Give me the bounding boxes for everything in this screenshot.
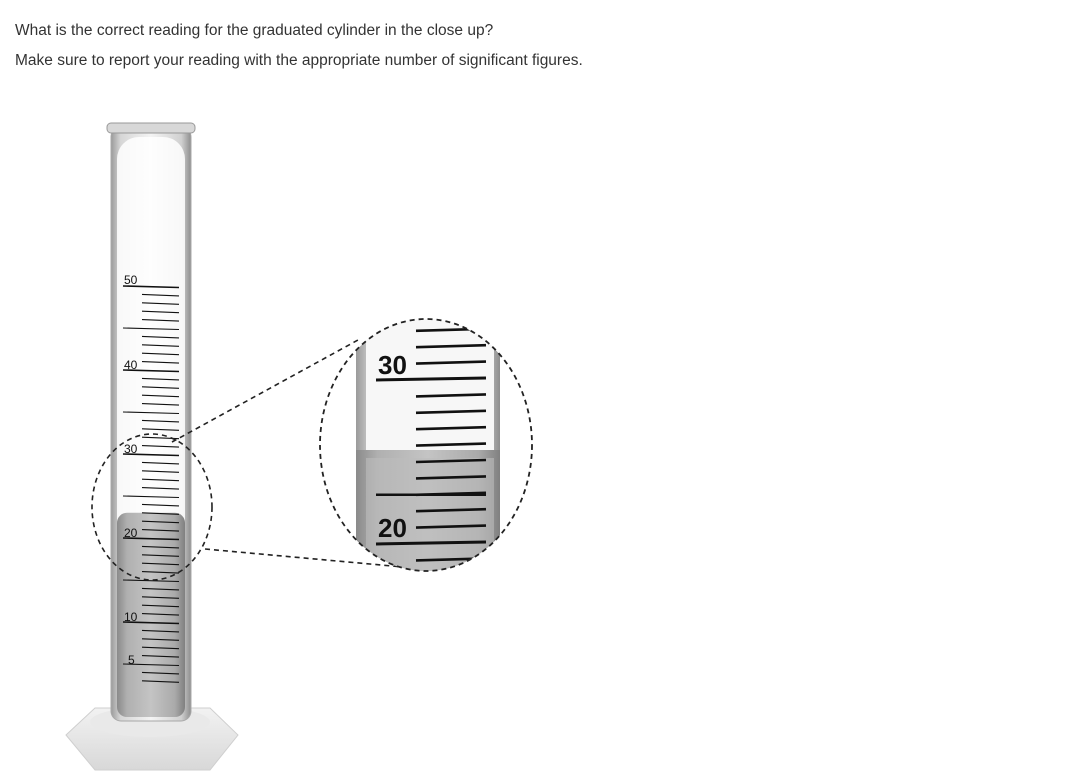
scale-tick: [141, 352, 180, 356]
closeup-tick: [415, 425, 487, 431]
scale-tick: [141, 529, 180, 532]
closeup-tick: [415, 343, 487, 349]
scale-tick: [141, 613, 180, 616]
scale-label-50: 50: [124, 273, 138, 287]
scale-tick: [141, 503, 180, 507]
scale-tick: [141, 571, 180, 574]
closeup-tick: [415, 475, 487, 480]
scale-tick: [141, 562, 180, 566]
zoom-connector-bottom: [204, 548, 426, 570]
scale-tick: [122, 537, 180, 541]
scale-tick: [141, 545, 180, 549]
selection-circle: [91, 433, 213, 581]
closeup-label-30: 30: [378, 350, 407, 380]
question-line-2: Make sure to report your reading with th…: [15, 52, 583, 69]
cylinder-scale-ticks: [122, 285, 180, 683]
closeup-tick: [415, 524, 487, 529]
scale-tick: [141, 596, 180, 599]
scale-tick: [122, 285, 180, 289]
scale-tick: [141, 680, 180, 683]
scale-tick: [141, 671, 180, 675]
scale-tick: [141, 445, 180, 448]
closeup-tick: [415, 507, 487, 513]
closeup-view: 30 20: [320, 319, 532, 577]
closeup-label-20: 20: [378, 513, 407, 543]
closeup-tick: [416, 575, 486, 577]
closeup-tick: [415, 360, 487, 365]
scale-tick: [141, 638, 180, 641]
cylinder-tube: [106, 122, 196, 722]
scale-tick: [141, 629, 180, 633]
scale-tick: [122, 621, 180, 625]
closeup-circle: [319, 318, 533, 572]
scale-tick: [141, 293, 180, 297]
scale-tick: [141, 461, 180, 465]
scale-label-20: 20: [124, 526, 138, 540]
scale-tick: [122, 327, 180, 331]
cylinder-scale-labels: 50 40 30 20 10 5: [124, 273, 138, 667]
scale-tick: [122, 663, 180, 667]
closeup-tick: [415, 458, 487, 464]
scale-tick: [122, 453, 180, 457]
scale-tick: [141, 344, 180, 347]
scale-tick: [141, 646, 180, 650]
scale-tick: [141, 554, 180, 557]
closeup-tick: [415, 409, 487, 415]
closeup-tick: [375, 376, 487, 382]
question-line-1: What is the correct reading for the grad…: [15, 22, 494, 39]
scale-tick: [141, 487, 180, 490]
scale-label-30: 30: [124, 442, 138, 456]
scale-tick: [141, 478, 180, 482]
closeup-tick: [415, 393, 487, 398]
scale-tick: [122, 369, 180, 373]
scale-tick: [141, 520, 180, 524]
scale-tick: [122, 579, 180, 583]
scale-tick: [122, 495, 180, 499]
scale-tick: [141, 604, 180, 608]
scale-tick: [141, 470, 180, 473]
scale-tick: [141, 302, 180, 305]
scale-tick: [141, 587, 180, 591]
closeup-tick: [375, 540, 487, 546]
scale-tick: [141, 403, 180, 406]
scale-label-10: 10: [124, 610, 138, 624]
scale-tick: [141, 512, 180, 515]
scale-label-40: 40: [124, 358, 138, 372]
scale-tick: [141, 377, 180, 381]
closeup-tick: [415, 442, 487, 447]
scale-tick: [141, 386, 180, 389]
closeup-scale-ticks: [375, 327, 487, 577]
scale-tick: [141, 655, 180, 658]
scale-tick: [141, 394, 180, 398]
scale-tick: [141, 428, 180, 431]
scale-tick: [141, 319, 180, 322]
scale-label-5: 5: [128, 653, 135, 667]
scale-tick: [122, 411, 180, 415]
scale-tick: [141, 419, 180, 423]
cylinder-rim: [106, 122, 196, 134]
scale-tick: [141, 335, 180, 339]
scale-tick: [141, 361, 180, 364]
scale-tick: [141, 310, 180, 314]
